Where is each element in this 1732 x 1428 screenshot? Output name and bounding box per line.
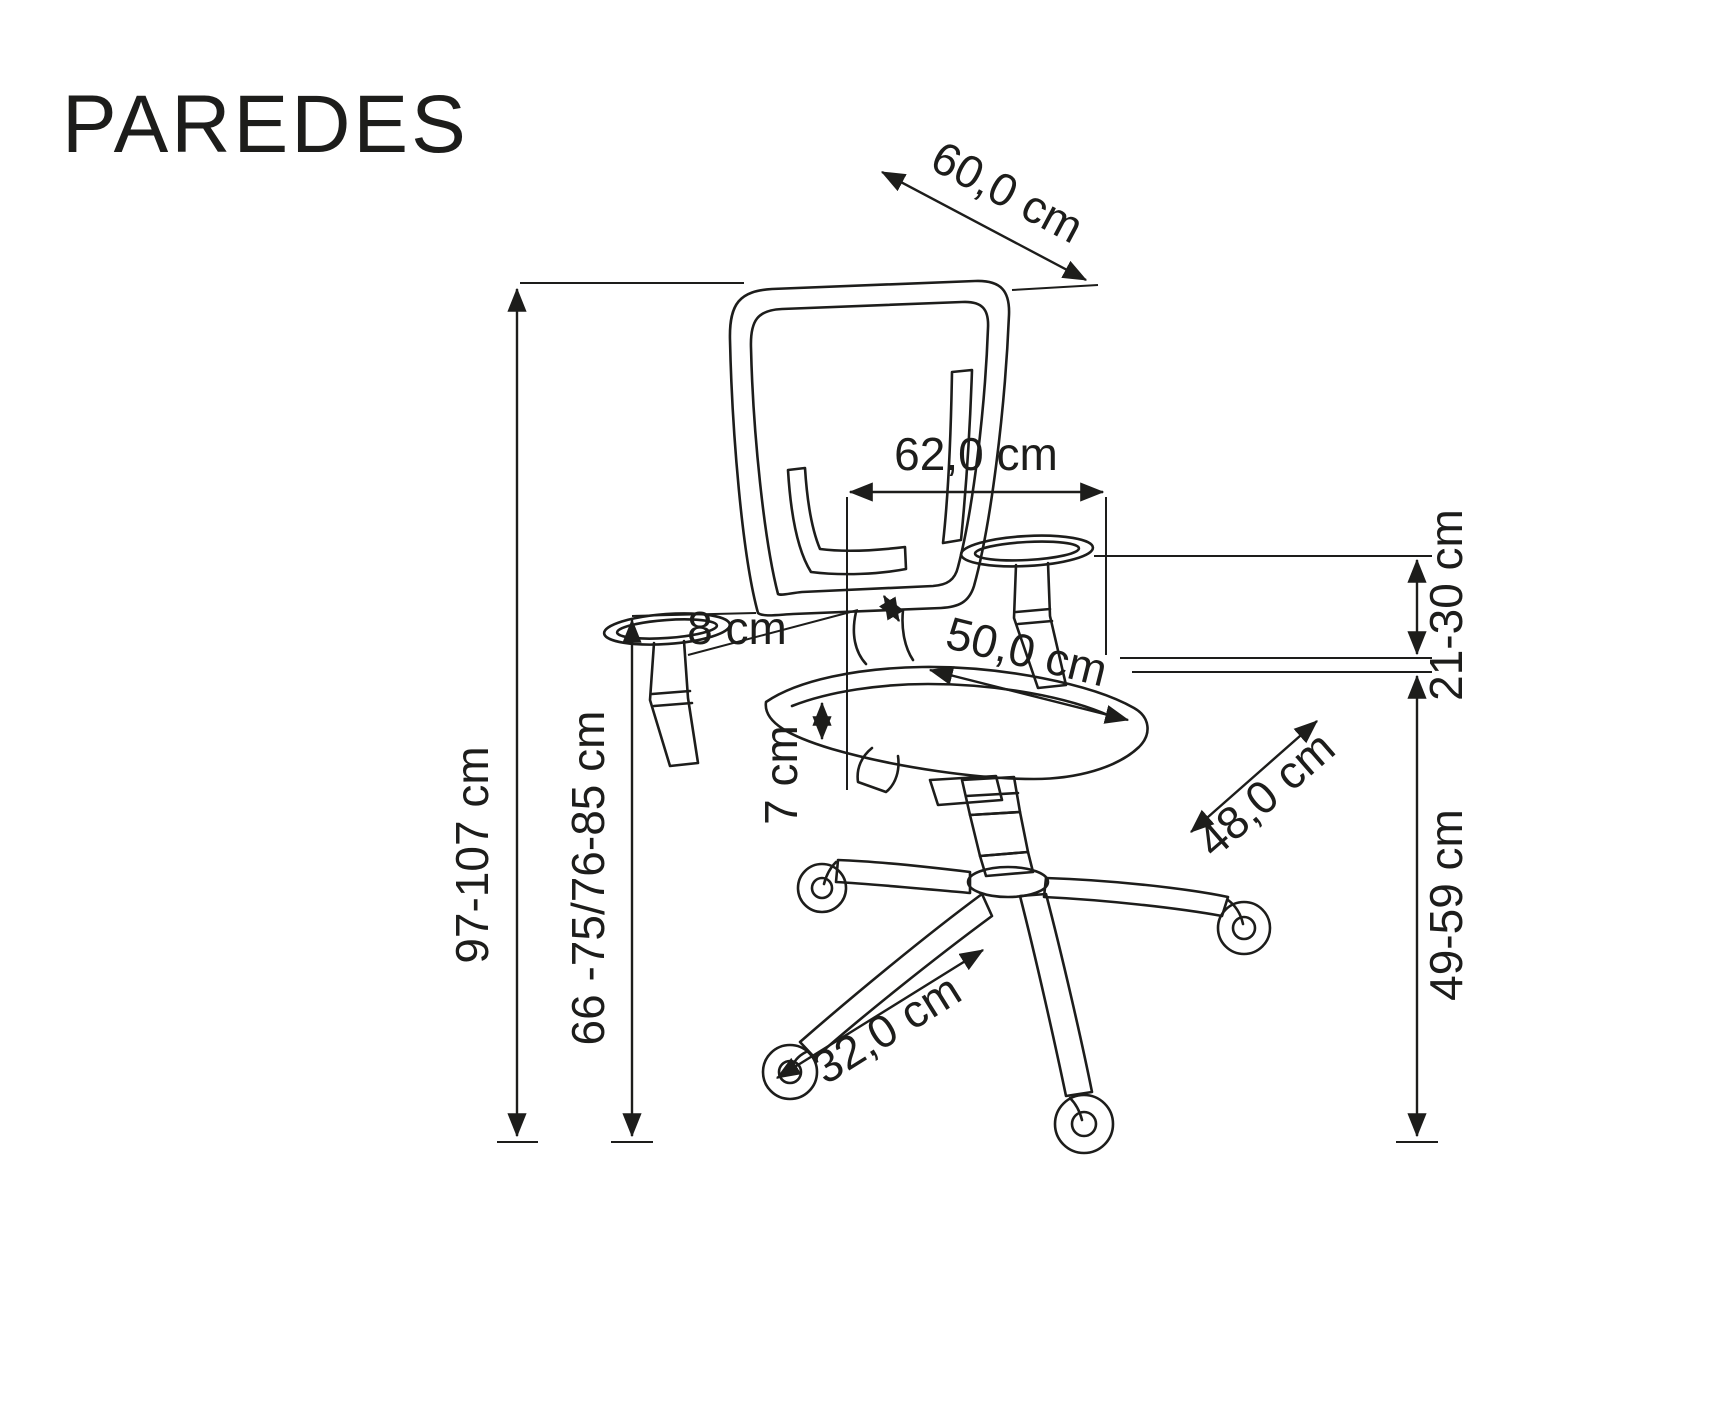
gas-lift (960, 775, 1035, 878)
ext-backrest-floor-top (631, 612, 757, 617)
backrest-mesh-frame (749, 300, 990, 596)
dim-backrest-adjust-arrow (879, 594, 904, 623)
backrest-seat-connector-left (852, 610, 868, 666)
label-backrest-floor-height: 66 -75/76-85 cm (562, 711, 614, 1046)
label-seat-width: 50,0 cm (941, 606, 1112, 696)
dim-seat-width (928, 666, 1130, 724)
armrest-near (602, 612, 732, 768)
leader-backrest-adjust (687, 609, 859, 656)
label-total-height: 97-107 cm (446, 746, 498, 963)
label-base-leg: 32,0 cm (803, 963, 969, 1094)
dimension-lines (507, 170, 1427, 1138)
mechanism-box (928, 774, 1004, 807)
page-title: PAREDES (62, 79, 469, 170)
backrest-outline (728, 279, 1011, 617)
dim-seat-depth (1190, 720, 1318, 833)
backrest-slot (941, 368, 974, 545)
caster-left (796, 860, 848, 914)
label-backrest-width: 62,0 cm (894, 428, 1058, 480)
dimension-labels: 97-107 cm 66 -75/76-85 cm 21-30 cm 49-59… (446, 131, 1472, 1094)
label-armrest-height: 21-30 cm (1420, 509, 1472, 701)
label-backrest-adjust: 8 cm (687, 602, 787, 654)
caster-front (1053, 1093, 1115, 1155)
base-leg-right (1042, 876, 1230, 918)
base-hub (966, 865, 1050, 899)
label-seat-height: 49-59 cm (1420, 809, 1472, 1001)
dim-backrest-top-depth (880, 170, 1088, 282)
base-leg-front (1018, 892, 1094, 1098)
label-seat-slide: 7 cm (755, 725, 807, 825)
seat-lever (856, 746, 900, 794)
label-backrest-top-depth: 60,0 cm (923, 131, 1092, 254)
backrest-seat-connector-right (901, 608, 915, 662)
base-leg-left (834, 858, 972, 895)
ext-backrest-top-right (1011, 284, 1099, 291)
seat-cushion (764, 665, 1149, 781)
lumbar-detail (786, 466, 908, 576)
dim-base-leg (775, 948, 985, 1080)
label-seat-depth: 48,0 cm (1187, 721, 1345, 868)
seat-cushion-inner (790, 682, 1112, 718)
caster-right (1216, 898, 1272, 956)
extension-lines (497, 282, 1438, 1143)
